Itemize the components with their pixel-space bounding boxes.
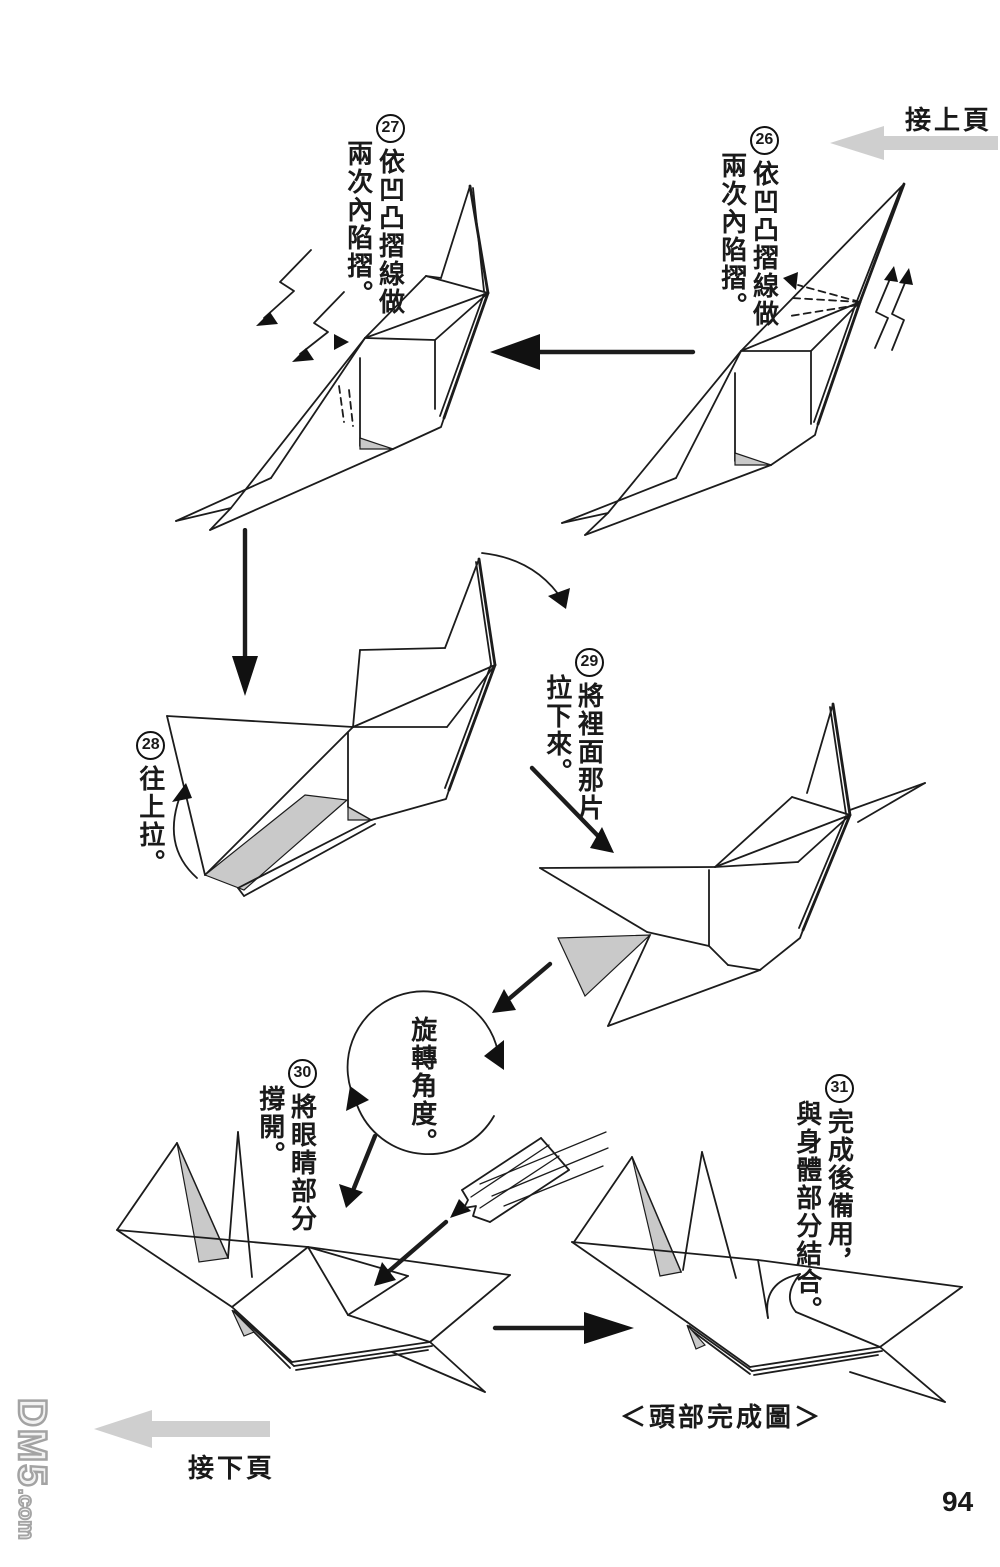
step-26-text-col2: 兩次內陷摺。 [717,152,748,320]
step-27-number: 27 [375,114,405,143]
step-29-number: 29 [574,648,604,677]
step-29-text-col1: 將裡面那片 [574,682,605,822]
watermark: DM5.com [9,1397,56,1541]
step-28-text-col1: 往上拉。 [135,765,166,877]
next-page-arrow-icon [94,1410,270,1448]
step-31-number: 31 [824,1074,854,1103]
rotation-cycle-icon [346,990,504,1156]
prev-page-label: 接上頁 [905,105,993,135]
step-26-number: 26 [749,126,779,155]
step-27-text-col2: 兩次內陷摺。 [343,140,374,308]
step-31-note: 31 完成後備用， 與身體部分結合。 [791,1074,854,1324]
arrow-29-to-rotate [492,961,553,1013]
next-page-label: 接下頁 [188,1453,276,1483]
step-28-note: 28 往上拉。 [134,731,166,877]
step-29-text-col2: 拉下來。 [542,674,573,786]
page-number: 94 [942,1486,974,1517]
origami-step-31-diagram [571,1151,963,1403]
step-29-note: 29 將裡面那片 拉下來。 [541,648,604,822]
arrow-30-to-31 [492,1312,634,1344]
step-28-number: 28 [136,731,166,760]
origami-step-26-diagram [561,182,913,536]
head-complete-caption: ＜頭部完成圖＞ [620,1402,824,1432]
step-27-text-col1: 依凹凸摺線做 [375,148,406,316]
origami-step-29-diagram [529,702,926,1027]
origami-step-30-diagram [116,1131,609,1393]
arrow-26-to-27 [490,334,696,370]
step-31-text-col2: 與身體部分結合。 [792,1100,823,1324]
watermark-big: DM5 [9,1397,56,1490]
step-27-note: 27 依凹凸摺線做 兩次內陷摺。 [342,114,405,316]
arrow-rotate-to-30 [339,1133,378,1208]
step-30-number: 30 [287,1059,317,1088]
watermark-small: .com [13,1488,40,1541]
step-30-text-col2: 撐開。 [255,1085,286,1169]
step-26-note: 26 依凹凸摺線做 兩次內陷摺。 [716,126,779,328]
arrow-27-to-28-down [232,528,258,696]
prev-page-arrow-icon [830,126,998,160]
origami-step-27-diagram [175,184,490,531]
origami-step-28-diagram [166,552,570,897]
step-26-text-col1: 依凹凸摺線做 [749,160,780,328]
step-30-text-col1: 將眼睛部分 [287,1093,318,1233]
step-30-note: 30 將眼睛部分 撐開。 [254,1059,317,1233]
rotate-note: 旋轉角度。 [407,1016,438,1156]
step-31-text-col1: 完成後備用， [824,1108,855,1276]
